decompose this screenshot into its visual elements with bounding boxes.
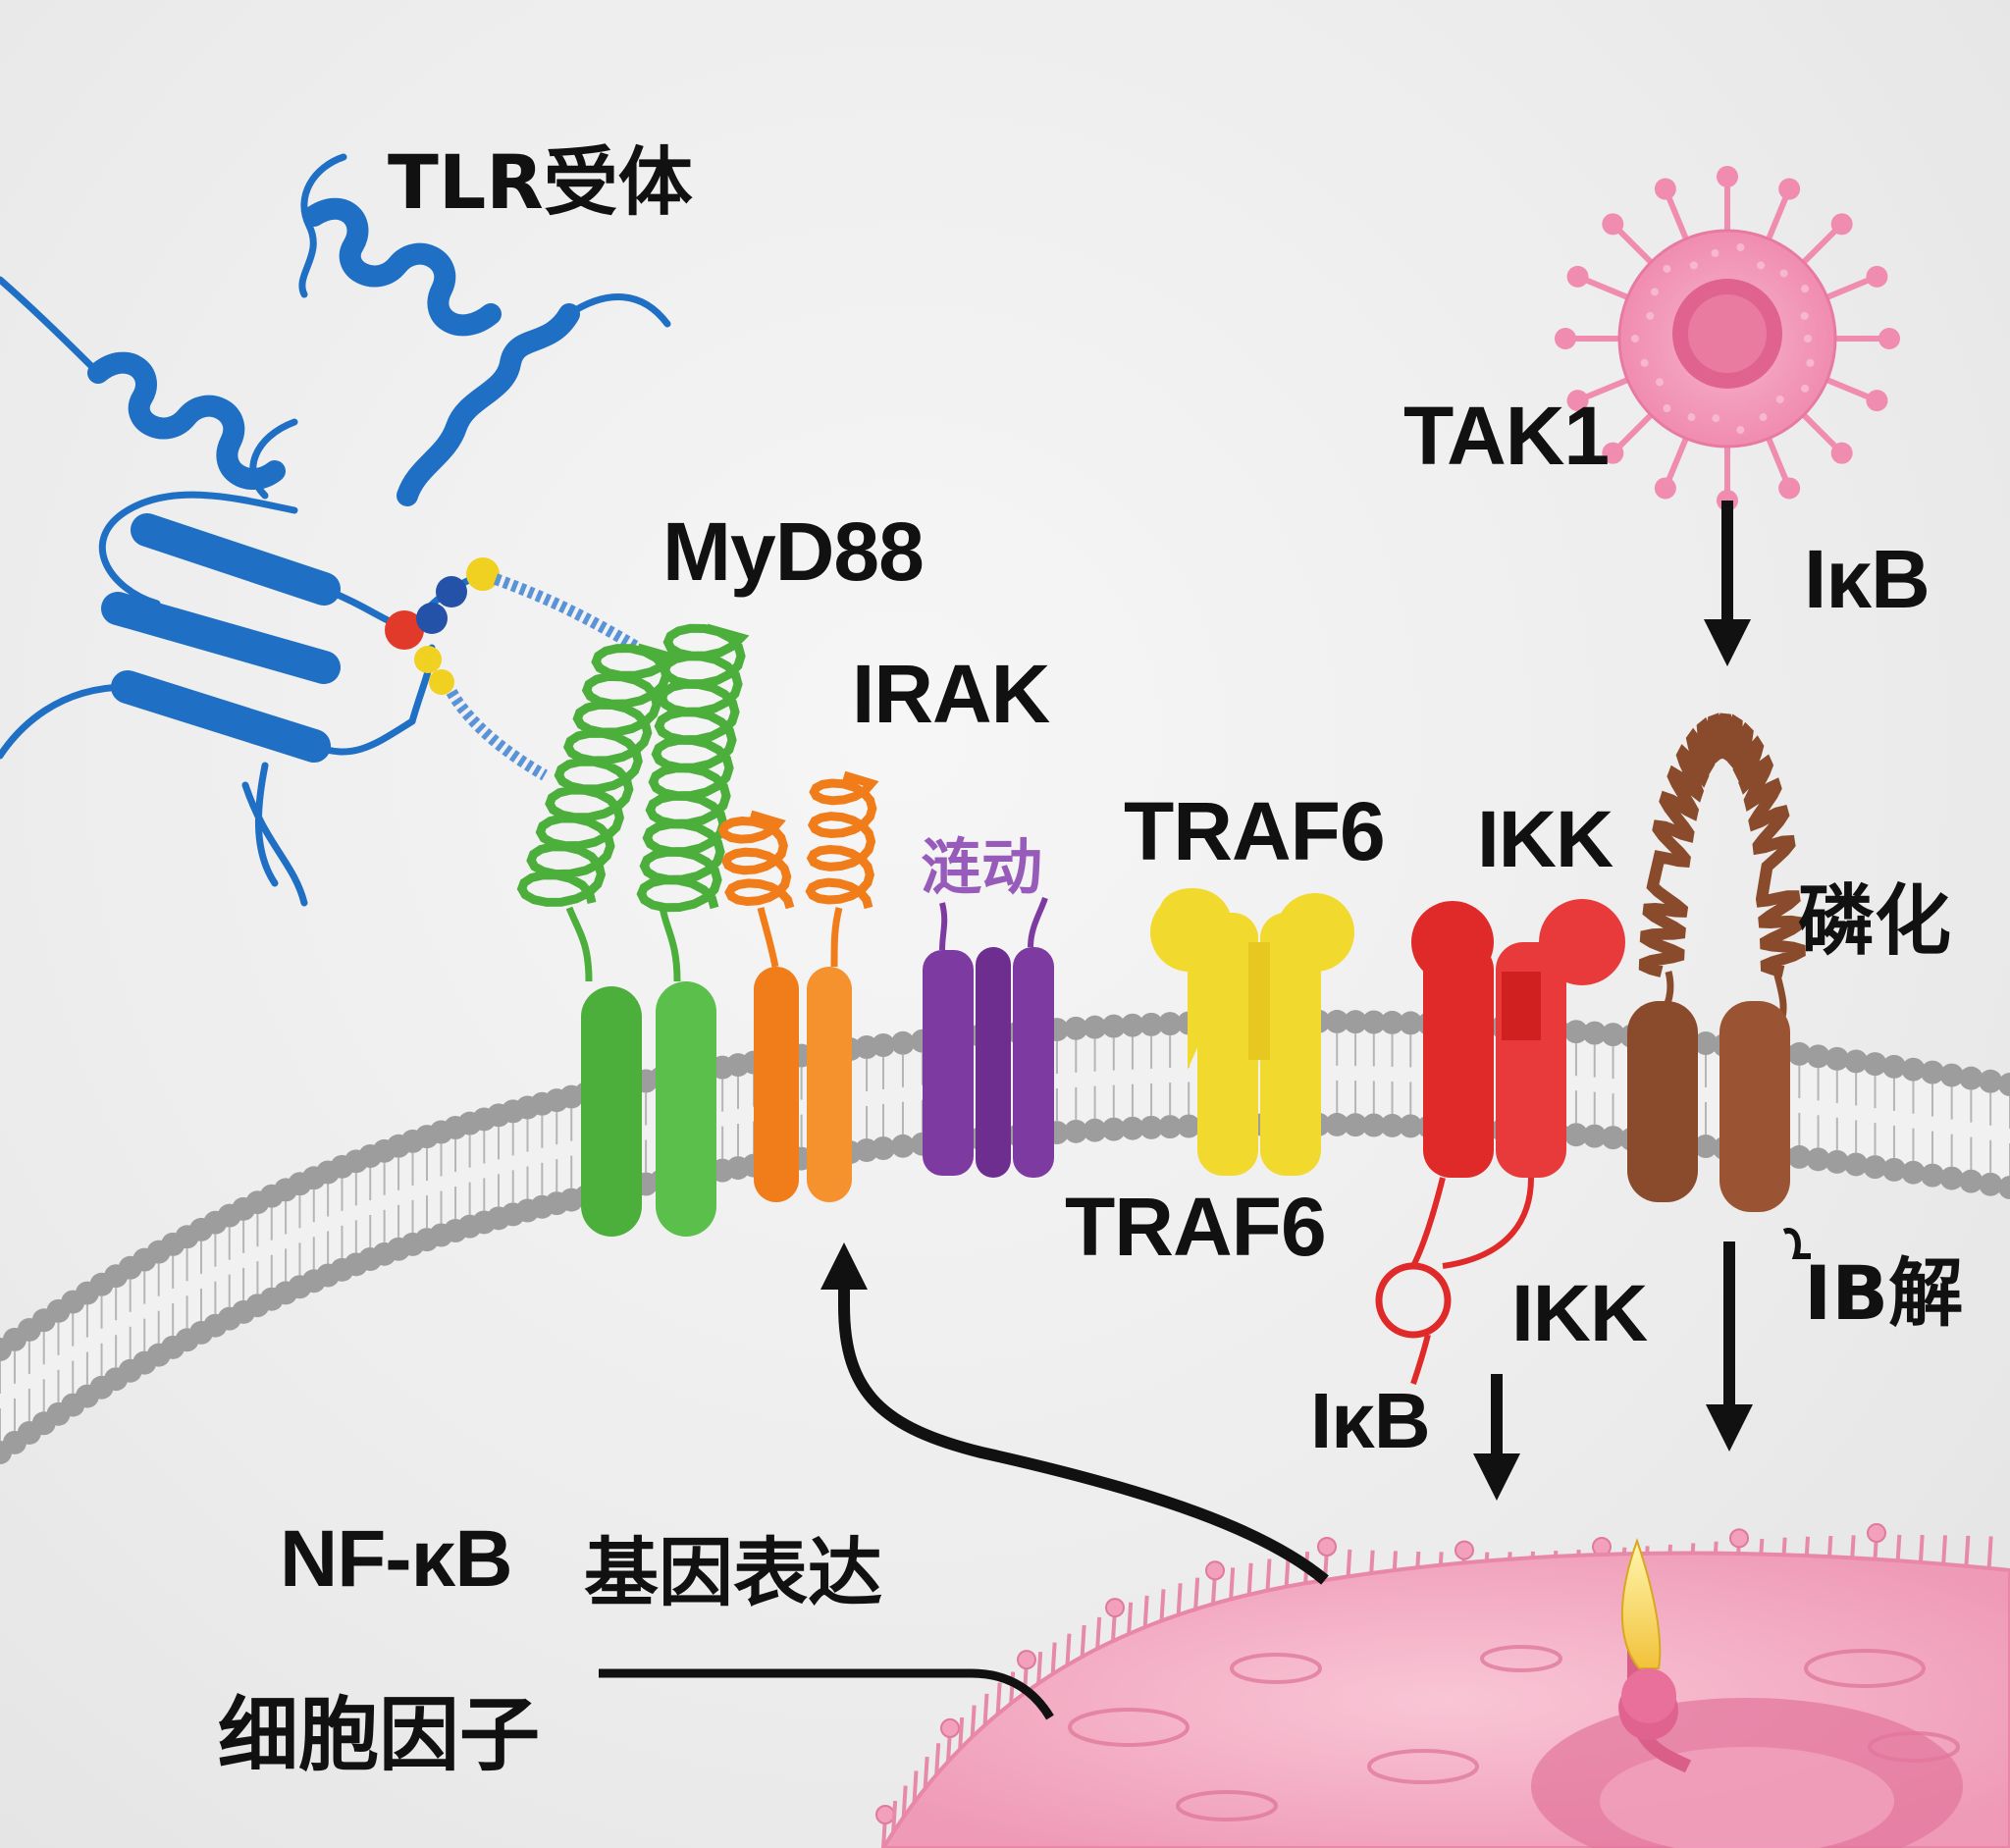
cytokines-label: 细胞因子 [218,1689,541,1782]
virus-icon [1555,166,1900,511]
tlr-linker-beads [385,557,642,781]
ikk-label-top: IKK [1477,795,1613,884]
ib-degradation-label: IB解 [1804,1249,1964,1337]
myd88-label: MyD88 [662,505,925,598]
traf6-label-bottom: TRAF6 [1065,1181,1327,1273]
ikb-label-top: IκB [1804,533,1931,625]
irak-squiggle-text: 涟动 [921,831,1042,903]
ikk-label-bottom: IKK [1511,1269,1648,1358]
irak-purple-protein: 涟动 [921,831,1054,1178]
phosphorylation-label: 磷化 [1798,877,1952,966]
arrow-nfkb-up [820,1242,1329,1585]
connector-ib-bracket [1782,1228,1811,1259]
arrow-icon [599,501,1811,1720]
irak-label: IRAK [852,648,1050,740]
nfkb-label: NF-κB [280,1514,513,1604]
ikk-protein [1375,899,1625,1385]
ikb-label-bottom: IκB [1310,1377,1431,1464]
gene-expression-label: 基因表达 [584,1529,882,1616]
tlr-receptor-label: TLR受体 [388,138,693,226]
traf6-protein [1150,888,1354,1176]
cell-nucleus-icon [875,1523,2010,1848]
tak1-label: TAK1 [1403,390,1610,482]
brown-hairpin-protein [1627,713,1806,1212]
traf6-label-top: TRAF6 [1124,785,1386,877]
tlr-receptor-icon [0,153,671,907]
irak-orange-protein [717,770,879,1202]
connector-cytokines [599,1668,1054,1720]
myd88-protein [516,623,750,1237]
